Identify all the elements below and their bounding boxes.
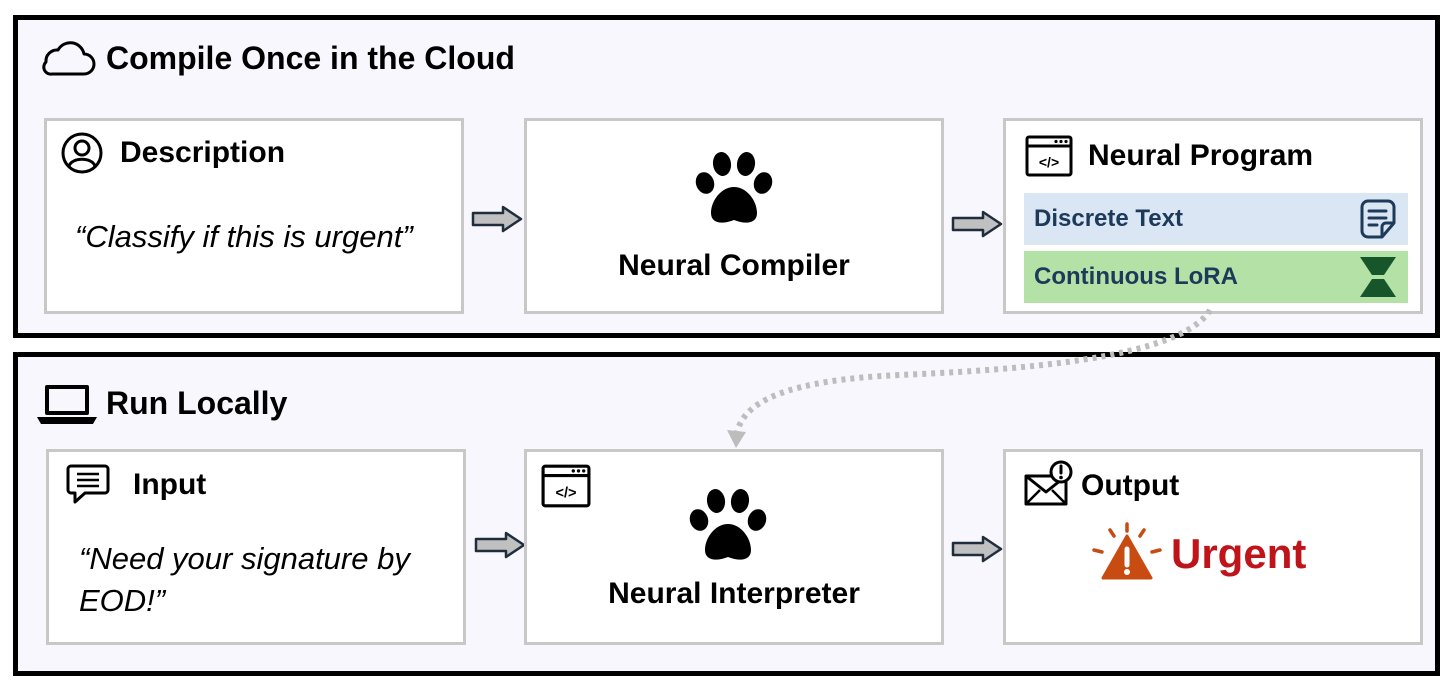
svg-text:</>: </> xyxy=(555,485,576,501)
user-icon xyxy=(61,132,103,174)
description-box: Description “Classify if this is urgent” xyxy=(44,118,464,314)
program-box: </> Neural Program Discrete Text Continu… xyxy=(1003,118,1423,314)
arrow-right-icon xyxy=(471,205,523,233)
compiler-label: Neural Compiler xyxy=(618,249,850,282)
mail-alert-icon xyxy=(1024,460,1073,506)
code-window-icon: </> xyxy=(541,464,591,508)
compiler-box: Neural Compiler xyxy=(524,118,944,314)
output-box: Output Urgent xyxy=(1003,449,1423,645)
discrete-text-strip: Discrete Text xyxy=(1024,193,1408,245)
input-box: Input “Need your signature by EOD!” xyxy=(46,449,466,645)
laptop-icon xyxy=(37,385,97,424)
input-quote: “Need your signature by EOD!” xyxy=(79,541,410,618)
paw-icon xyxy=(689,489,767,560)
run-panel: Run Locally Input “Need your signature b… xyxy=(13,352,1440,676)
paw-icon xyxy=(695,152,773,223)
compile-panel-title: Compile Once in the Cloud xyxy=(106,40,515,76)
svg-text:</>: </> xyxy=(1039,154,1059,170)
cloud-icon xyxy=(42,41,96,76)
code-window-icon: </> xyxy=(1025,135,1073,177)
continuous-lora-label: Continuous LoRA xyxy=(1034,263,1238,290)
warning-icon xyxy=(1092,522,1162,580)
description-title: Description xyxy=(120,136,286,169)
compile-panel: Compile Once in the Cloud Description “C… xyxy=(13,15,1440,338)
arrow-right-icon xyxy=(951,535,1003,563)
description-quote: “Classify if this is urgent” xyxy=(75,219,413,254)
run-panel-title: Run Locally xyxy=(106,385,288,421)
continuous-lora-strip: Continuous LoRA xyxy=(1024,251,1408,303)
output-title: Output xyxy=(1081,469,1180,502)
arrow-right-icon xyxy=(474,531,526,559)
chat-icon xyxy=(66,464,110,504)
input-title: Input xyxy=(133,468,207,501)
arrow-right-icon xyxy=(951,210,1003,238)
discrete-text-label: Discrete Text xyxy=(1034,205,1183,232)
result-label: Urgent xyxy=(1171,530,1307,577)
hourglass-icon xyxy=(1360,257,1396,297)
document-icon xyxy=(1360,199,1396,239)
program-title: Neural Program xyxy=(1088,139,1314,172)
interpreter-box: </> Neural Interpreter xyxy=(524,449,944,645)
interpreter-label: Neural Interpreter xyxy=(608,577,860,610)
